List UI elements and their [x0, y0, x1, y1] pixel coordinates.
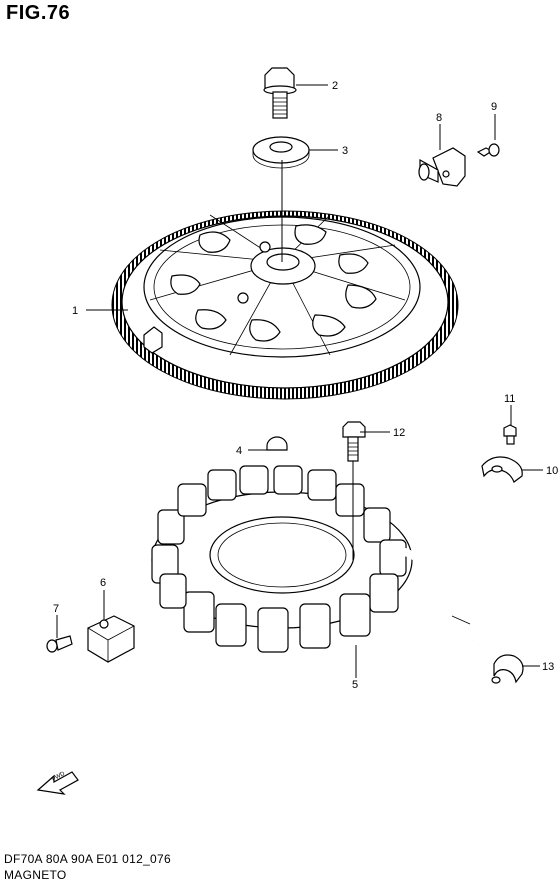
callout-2: 2: [332, 80, 338, 92]
callout-12: 12: [393, 427, 405, 439]
callout-numbers: 2 3 1 8 9 4 12 11 10 5 13 6 7: [53, 80, 558, 691]
callout-7: 7: [53, 603, 59, 615]
callout-3: 3: [342, 145, 348, 157]
callout-6: 6: [100, 577, 106, 589]
pulser-sensor: [418, 147, 466, 187]
leader-lines: [56, 84, 543, 678]
callout-11: 11: [504, 393, 515, 405]
callout-5: 5: [352, 679, 358, 691]
sensor-screw: [476, 143, 500, 157]
stator-bolt: [342, 421, 366, 462]
washer: [252, 136, 310, 169]
figure-title: FIG.76: [6, 2, 71, 24]
stator: [151, 465, 478, 653]
clamp-screw: [503, 424, 517, 445]
flywheel: [111, 210, 459, 400]
callout-10: 10: [546, 465, 558, 477]
callout-8: 8: [436, 112, 442, 124]
callout-13: 13: [542, 661, 554, 673]
callout-4: 4: [236, 445, 242, 457]
harness-clamp: [491, 654, 524, 684]
forward-arrow-icon: FWD: [36, 771, 79, 795]
callout-1: 1: [72, 305, 78, 317]
wire-clamp: [481, 456, 523, 483]
callout-9: 9: [491, 101, 497, 113]
footer-section-name: MAGNETO: [4, 868, 67, 882]
footer-model-code: DF70A 80A 90A E01 012_076: [4, 852, 171, 866]
pulser-screw: [46, 635, 73, 653]
pulser-coil: [87, 615, 180, 731]
woodruff-key: [266, 436, 288, 451]
flywheel-bolt: [263, 67, 297, 119]
